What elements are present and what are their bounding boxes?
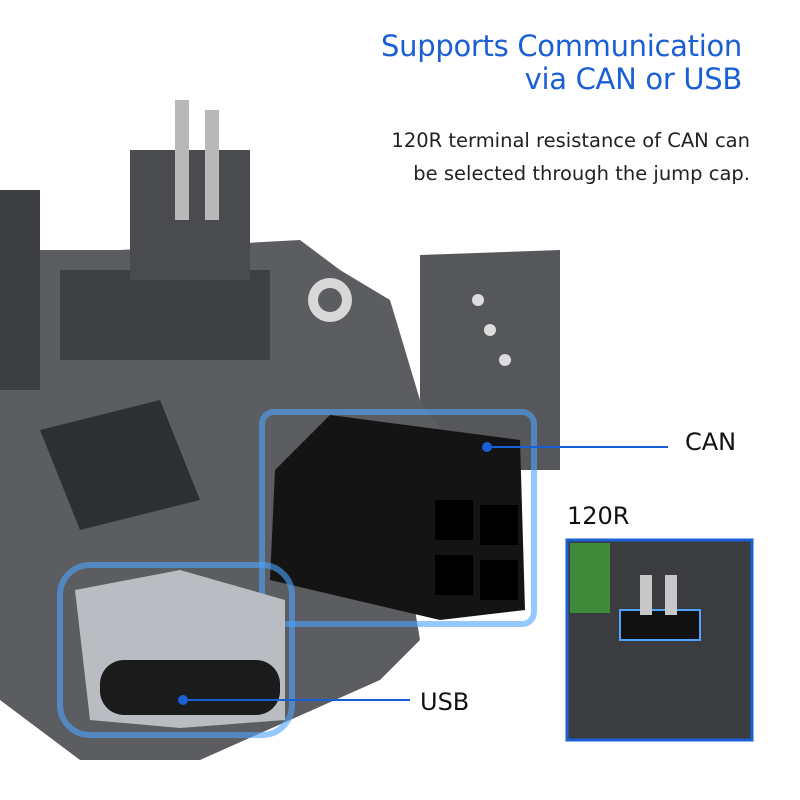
header-connector bbox=[60, 270, 270, 360]
mcu-chip bbox=[40, 400, 200, 530]
title-line-1: Supports Communication bbox=[381, 29, 742, 63]
usb-label: USB bbox=[420, 688, 470, 716]
description-line-1: 120R terminal resistance of CAN can bbox=[391, 129, 750, 152]
description: 120R terminal resistance of CAN can be s… bbox=[391, 124, 750, 190]
description-line-2: be selected through the jump cap. bbox=[413, 162, 750, 185]
page-title: Supports Communication via CAN or USB bbox=[381, 30, 742, 96]
120r-label: 120R bbox=[567, 502, 630, 530]
title-line-2: via CAN or USB bbox=[524, 62, 743, 96]
can-label: CAN bbox=[685, 428, 737, 456]
jumper-inset-photo bbox=[565, 538, 754, 742]
